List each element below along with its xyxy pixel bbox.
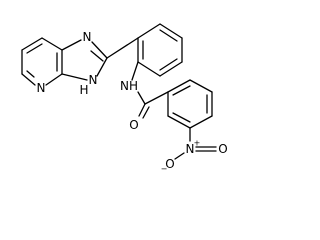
atom-n-imidazole: N [83, 30, 92, 44]
atom-o-carbonyl: O [129, 118, 138, 132]
atom-o-nitro-left: O [165, 157, 174, 171]
pyridine-ring [21, 37, 63, 86]
phenylene-ring [106, 23, 183, 77]
amide-linkage [131, 61, 169, 119]
atom-nh-amide: NH [120, 79, 138, 93]
atom-o-nitro-right: O [218, 142, 227, 156]
nitrobenzene-ring [167, 79, 213, 129]
structure-drawing: N N H N NH O N + O O − [21, 23, 228, 174]
atom-n-pyridine: N [37, 81, 46, 95]
atom-n-nitro: N [186, 142, 195, 156]
charge-minus-oxygen: − [161, 165, 168, 174]
nitro-group [174, 127, 217, 160]
imidazole-ring [61, 39, 108, 81]
charge-plus-nitro: + [194, 139, 201, 148]
atom-n-imidazole-h: N [89, 73, 98, 87]
atom-h-imidazole: H [79, 83, 88, 97]
